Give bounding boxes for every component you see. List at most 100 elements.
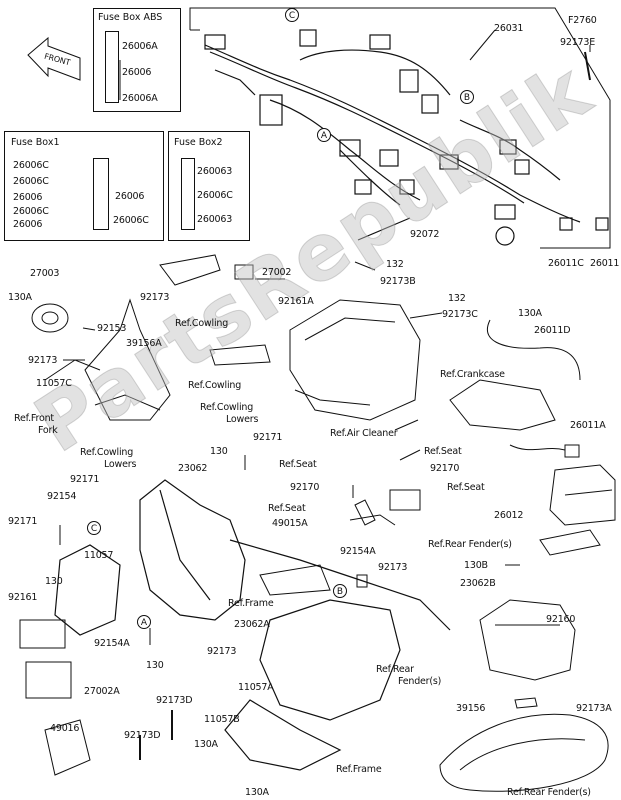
part-132-2: 132 (448, 293, 466, 304)
fuse-abs-part-3: 26006A (122, 93, 158, 104)
fuse-box-1-title: Fuse Box1 (11, 137, 60, 148)
main-harness (204, 29, 609, 246)
part-92072: 92072 (410, 229, 440, 240)
main-frame (54, 479, 451, 771)
part-26031: 26031 (494, 23, 524, 34)
callout-c-frame: C (87, 521, 101, 535)
part-39156: 39156 (456, 703, 486, 714)
ref-frame-1: Ref.Frame (228, 598, 274, 609)
part-130a-3: 130A (194, 739, 218, 750)
part-130b: 130B (464, 560, 488, 571)
part-130a-4: 130A (245, 787, 269, 798)
fuse-abs-part-1: 26006A (122, 41, 158, 52)
fuse1-left-part-5: 26006 (13, 219, 43, 230)
part-92161: 92161 (8, 592, 38, 603)
part-92173a: 92173A (576, 703, 612, 714)
part-26011: 26011 (590, 258, 620, 269)
callout-a-frame: A (137, 615, 151, 629)
part-26011c: 26011C (548, 258, 584, 269)
ref-cowling-lowers-1: Ref.Cowling (80, 447, 134, 458)
part-132-1: 132 (386, 259, 404, 270)
ref-rear-fender-2b: Fender(s) (398, 676, 442, 687)
part-130a-2: 130A (518, 308, 542, 319)
part-92173b: 92173B (380, 276, 416, 287)
part-92154a-2: 92154A (94, 638, 130, 649)
ref-rear-fender-2: Ref.Rear (376, 664, 414, 675)
fuse1-left-part-3: 26006 (13, 192, 43, 203)
fuse2-part-1: 260063 (197, 166, 233, 177)
part-92173e: 92173E (560, 37, 596, 48)
part-92170-1: 92170 (430, 463, 460, 474)
fuse1-left-part-1: 26006C (13, 160, 49, 171)
callout-c-top: C (285, 8, 299, 22)
part-92153: 92153 (97, 323, 127, 334)
part-92173-3: 92173 (378, 562, 408, 573)
part-27003: 27003 (30, 268, 60, 279)
fuse-box-1: Fuse Box1 26006C 26006C 26006 26006C 260… (4, 131, 164, 241)
fuse2-part-3: 260063 (197, 214, 233, 225)
part-92171-1: 92171 (70, 474, 100, 485)
rear-fender (439, 713, 609, 792)
part-23062: 23062 (178, 463, 208, 474)
fuse1-left-part-4: 26006C (13, 206, 49, 217)
part-49015a: 49015A (272, 518, 308, 529)
part-92154: 92154 (47, 491, 77, 502)
part-11057a: 11057A (238, 682, 274, 693)
ref-cowling-lowers-1b: Lowers (104, 459, 137, 470)
fuse-box-1-block (93, 158, 109, 230)
part-92173-2: 92173 (140, 292, 170, 303)
battery (539, 464, 616, 556)
fuse-box-2-block (181, 158, 195, 230)
part-11057: 11057 (84, 550, 114, 561)
part-92161a: 92161A (278, 296, 314, 307)
part-26011a: 26011A (570, 420, 606, 431)
ref-cowling-lowers-2: Ref.Cowling (200, 402, 254, 413)
part-92173c: 92173C (442, 309, 478, 320)
fuse1-right-part-1: 26006 (115, 191, 145, 202)
fuse1-right-part-2: 26006C (113, 215, 149, 226)
fuse-box-2-title: Fuse Box2 (174, 137, 223, 148)
ref-rear-fender-1: Ref.Rear Fender(s) (428, 539, 512, 550)
fuse-box-2: Fuse Box2 260063 26006C 260063 (168, 131, 250, 241)
cowling-bracket (159, 254, 271, 366)
ref-cowling-2: Ref.Cowling (188, 380, 242, 391)
part-92170-2: 92170 (290, 482, 320, 493)
fuse-abs-part-2: 26006 (122, 67, 152, 78)
fuse2-part-2: 26006C (197, 190, 233, 201)
callout-b-top: B (460, 90, 474, 104)
ref-seat-4: Ref.Seat (268, 503, 306, 514)
fuse-box-abs-title: Fuse Box ABS (98, 12, 163, 23)
part-92173d-2: 92173D (124, 730, 161, 741)
part-92171-2: 92171 (253, 432, 283, 443)
part-49016: 49016 (50, 723, 80, 734)
part-92154a-1: 92154A (340, 546, 376, 557)
part-27002: 27002 (262, 267, 292, 278)
harness-frame-outline (189, 7, 611, 249)
part-130-3: 130 (146, 660, 164, 671)
ref-rear-fender-3: Ref.Rear Fender(s) (507, 787, 591, 798)
part-92160: 92160 (546, 614, 576, 625)
fuse1-left-part-2: 26006C (13, 176, 49, 187)
part-39156a: 39156A (126, 338, 162, 349)
callout-b-frame: B (333, 584, 347, 598)
part-92173d-1: 92173D (156, 695, 193, 706)
air-cleaner (289, 299, 421, 421)
part-130-2: 130 (45, 576, 63, 587)
fuse-box-abs-block (105, 31, 119, 103)
callout-a-top: A (317, 128, 331, 142)
ref-cowling-lowers-2b: Lowers (226, 414, 259, 425)
part-26012: 26012 (494, 510, 524, 521)
part-92173-4: 92173 (207, 646, 237, 657)
ref-seat-3: Ref.Seat (447, 482, 485, 493)
part-92171-3: 92171 (8, 516, 38, 527)
part-23062a: 23062A (234, 619, 270, 630)
front-arrow-icon (27, 36, 81, 81)
ecu-units (19, 619, 91, 776)
part-130a-1: 130A (8, 292, 32, 303)
ref-seat-1: Ref.Seat (424, 446, 462, 457)
fuse-box-abs: Fuse Box ABS 26006A 26006 26006A (93, 8, 181, 112)
ref-crankcase: Ref.Crankcase (440, 369, 505, 380)
part-130-1: 130 (210, 446, 228, 457)
ref-front-fork-2: Fork (38, 425, 58, 436)
